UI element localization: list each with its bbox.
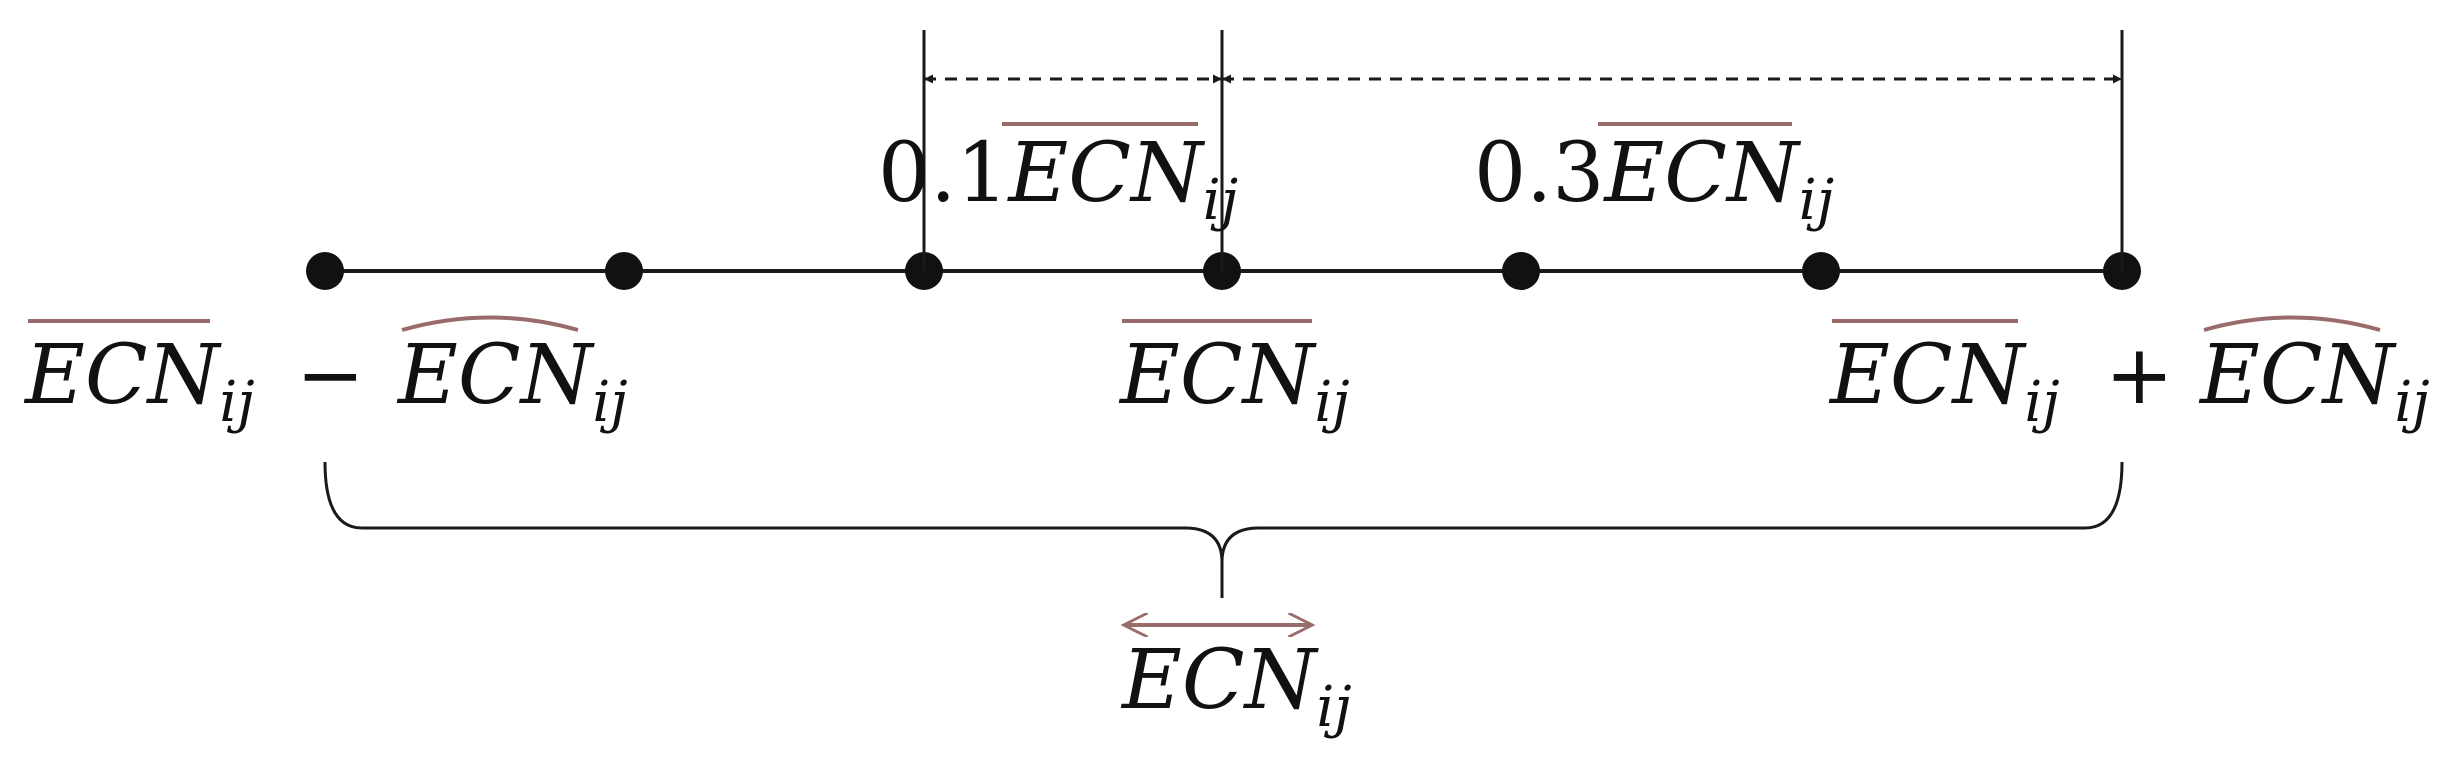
point-5 xyxy=(1502,252,1540,290)
svg-text:ECNij: ECNij xyxy=(1118,328,1350,435)
svg-text:ECNij+ECNij: ECNij+ECNij xyxy=(1828,328,2430,435)
label-interval-range: ECNij xyxy=(1120,625,1352,740)
label-upper-bound: ECNij+ECNij xyxy=(1828,315,2430,435)
label-small-interval: 0.1ECNij xyxy=(878,122,1238,233)
point-6 xyxy=(1802,252,1840,290)
label-large-interval: 0.3ECNij xyxy=(1474,122,1834,233)
label-center: ECNij xyxy=(1118,319,1350,435)
point-2 xyxy=(605,252,643,290)
interval-brace xyxy=(323,461,2124,563)
svg-text:0.3ECNij: 0.3ECNij xyxy=(1474,126,1834,233)
point-lower-bound xyxy=(306,252,344,290)
svg-text:0.1ECNij: 0.1ECNij xyxy=(878,126,1238,233)
label-lower-bound: ECNij−ECNij xyxy=(23,315,628,435)
svg-text:ECNij: ECNij xyxy=(1120,633,1352,740)
svg-text:ECNij−ECNij: ECNij−ECNij xyxy=(23,328,628,435)
vertical-guides xyxy=(922,30,2124,271)
